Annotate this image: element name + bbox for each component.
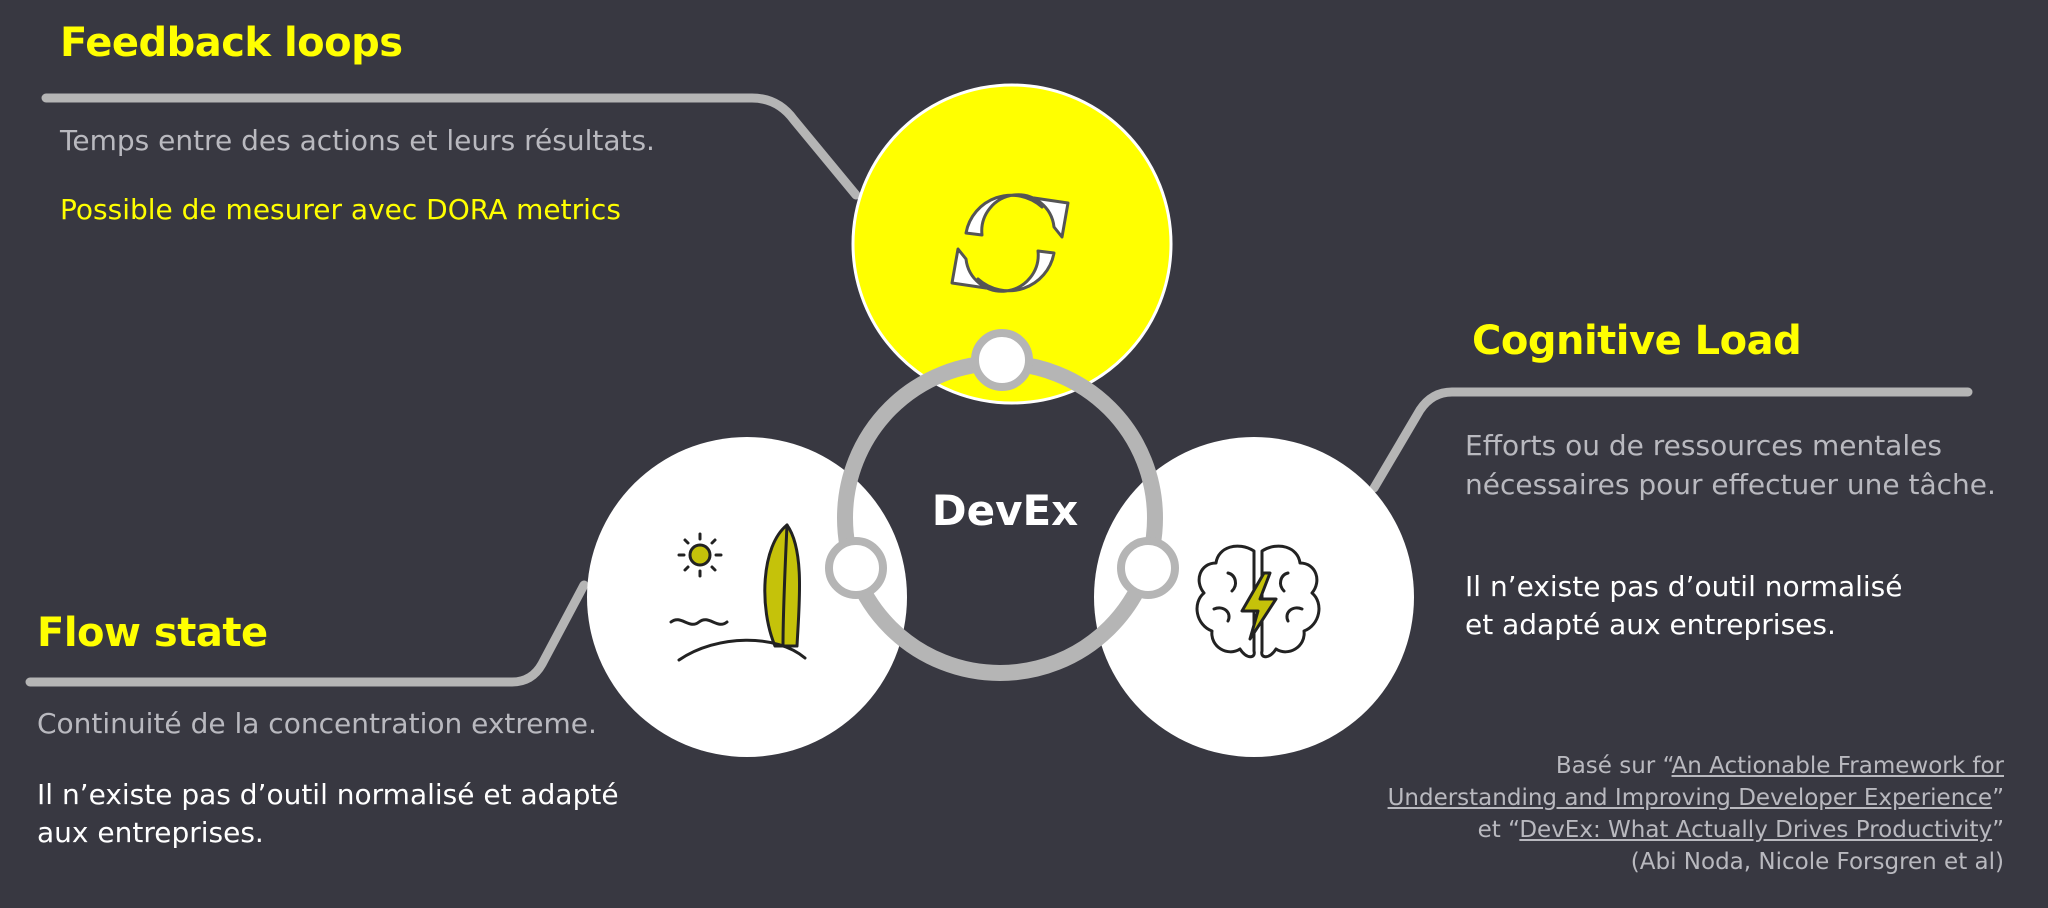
flow-state-description: Continuité de la concentration extreme. — [37, 707, 597, 740]
brain-lightning-icon — [1195, 544, 1321, 659]
source-authors: (Abi Noda, Nicole Forsgren et al) — [1630, 849, 2004, 875]
source-prefix-2: et “ — [1477, 817, 1520, 843]
source-link-1-part1[interactable]: An Actionable Framework for — [1671, 753, 2004, 779]
cognitive-load-description: Efforts ou de ressources mentales nécess… — [1465, 426, 1996, 504]
cognitive-load-note-line2: et adapté aux entreprises. — [1465, 608, 1836, 641]
feedback-loops-title: Feedback loops — [60, 20, 403, 66]
beach-surfboard-icon — [669, 523, 807, 662]
feedback-connector-line — [41, 93, 861, 200]
source-prefix-1: Basé sur “ — [1555, 753, 1672, 779]
cognitive-load-note: Il n’existe pas d’outil normalisé et ada… — [1465, 568, 1902, 644]
devex-label: DevEx — [931, 486, 1079, 535]
cognitive-load-description-line2: nécessaires pour effectuer une tâche. — [1465, 468, 1996, 501]
flow-state-note-line2: aux entreprises. — [37, 816, 264, 849]
flow-circle — [587, 437, 907, 757]
flow-state-note: Il n’existe pas d’outil normalisé et ada… — [37, 776, 619, 852]
source-link-2[interactable]: DevEx: What Actually Drives Productivity — [1519, 817, 1993, 843]
cognitive-connector-line — [1369, 387, 1973, 493]
flow-connector-line — [25, 580, 589, 687]
ring-node-right — [1117, 537, 1179, 599]
source-suffix-1: ” — [1992, 785, 2004, 811]
refresh-arrows-icon — [950, 193, 1070, 293]
cognitive-load-note-line1: Il n’existe pas d’outil normalisé — [1465, 570, 1903, 603]
flow-state-title: Flow state — [37, 610, 268, 656]
flow-state-note-line1: Il n’existe pas d’outil normalisé et ada… — [37, 778, 619, 811]
source-citation: Basé sur “An Actionable Framework for Un… — [1388, 750, 2004, 878]
feedback-circle — [851, 83, 1173, 405]
source-link-1-part2[interactable]: Understanding and Improving Developer Ex… — [1387, 785, 1993, 811]
feedback-loops-note: Possible de mesurer avec DORA metrics — [60, 193, 621, 226]
ring-node-top — [971, 329, 1033, 391]
ring-node-left — [825, 537, 887, 599]
cognitive-load-title: Cognitive Load — [1472, 318, 1802, 364]
source-suffix-2: ” — [1992, 817, 2004, 843]
feedback-loops-description: Temps entre des actions et leurs résulta… — [60, 124, 655, 157]
cognitive-load-description-line1: Efforts ou de ressources mentales — [1465, 429, 1942, 462]
